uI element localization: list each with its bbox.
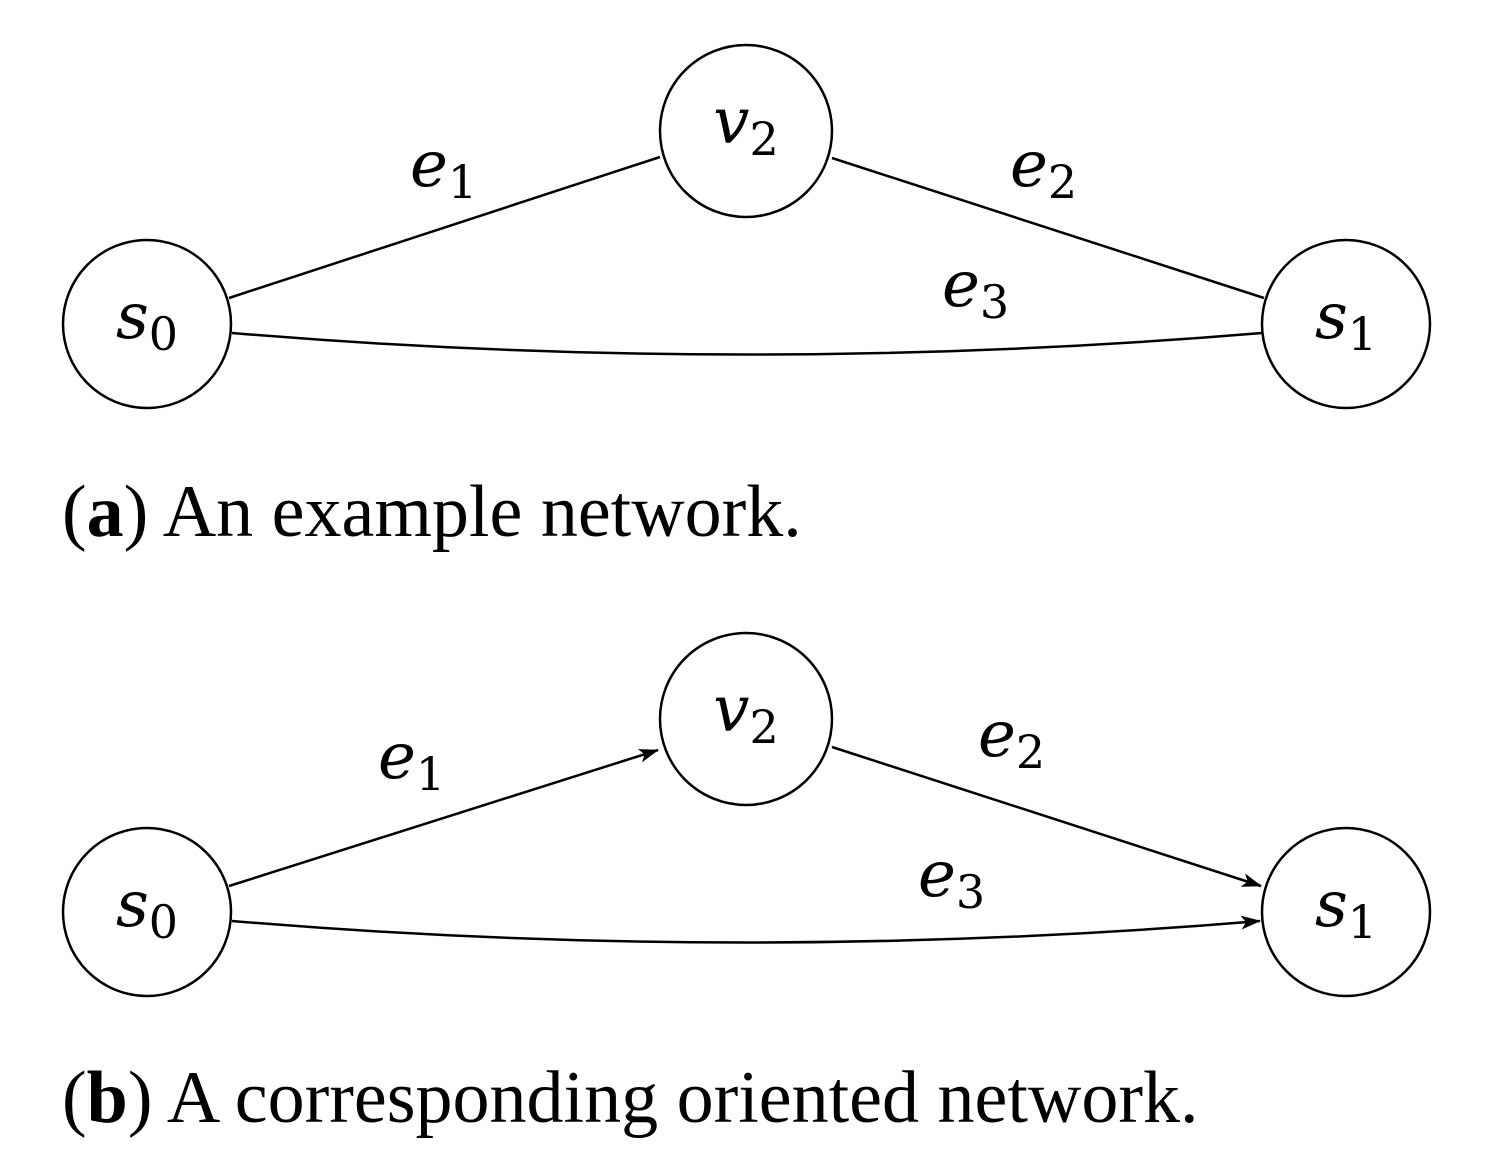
node-v2: v2 (658, 43, 834, 219)
panel-b: e1 e2 e3 s0 v2 s1 (b) A corresponding or (61, 631, 1432, 1139)
edge-e2 (831, 156, 1265, 300)
node-s0: s0 (61, 238, 233, 410)
caption-b: (b) A corresponding oriented network. (62, 1057, 1199, 1139)
panel-a: e1 e2 e3 s0 v2 s1 (a) An example network (61, 43, 1432, 553)
caption-a: (a) An example network. (62, 471, 802, 553)
node-label-s0: s0 (116, 868, 178, 949)
edge-label-e1: e1 (410, 128, 477, 209)
node-s0: s0 (61, 826, 233, 998)
node-label-s1: s1 (1315, 868, 1377, 949)
edge-e3 (231, 915, 1261, 944)
node-label-s1: s1 (1315, 280, 1377, 361)
edge-label-e1: e1 (378, 720, 445, 801)
edge-e3 (231, 331, 1263, 356)
node-s1: s1 (1260, 238, 1432, 410)
edge-e2 (831, 745, 1262, 888)
node-s1: s1 (1260, 826, 1432, 998)
node-label-v2: v2 (713, 673, 778, 754)
edge-e1 (228, 155, 661, 300)
edge-label-e3: e3 (918, 838, 985, 919)
edge-e1 (228, 748, 659, 888)
edge-label-e2: e2 (978, 698, 1045, 779)
edge-label-e3: e3 (942, 248, 1009, 329)
node-label-s0: s0 (116, 280, 178, 361)
node-v2: v2 (658, 631, 834, 807)
edge-label-e2: e2 (1010, 128, 1077, 209)
node-label-v2: v2 (713, 85, 778, 166)
